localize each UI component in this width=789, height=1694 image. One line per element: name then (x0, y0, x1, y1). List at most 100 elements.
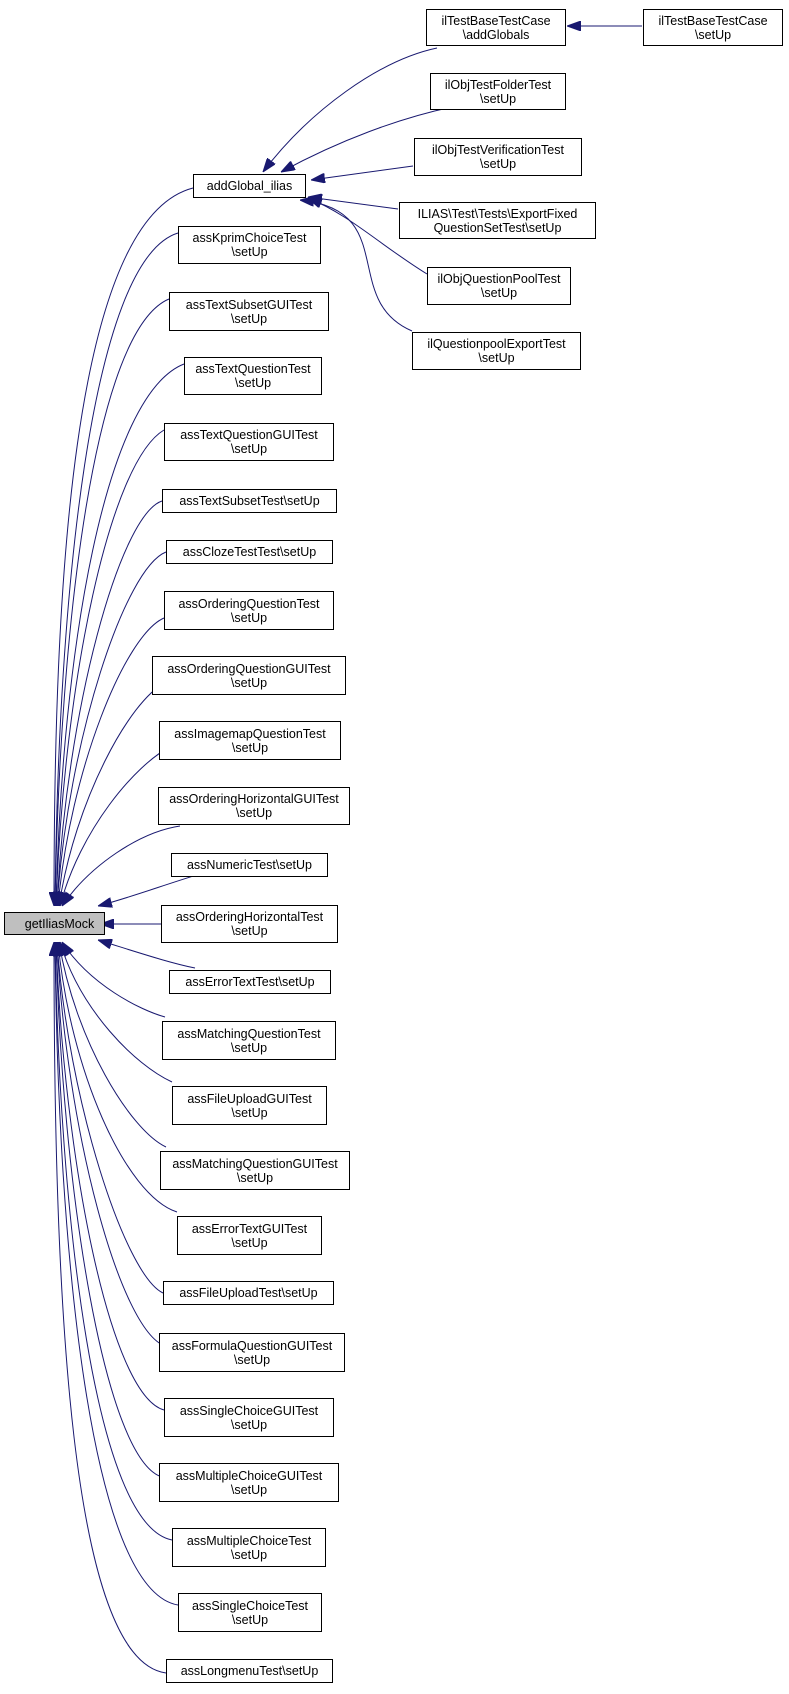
node-label: assMatchingQuestionGUITest (172, 1156, 338, 1171)
edge-text-subset-gui (55, 298, 170, 906)
node-longmenu[interactable]: assLongmenuTest\setUp (166, 1659, 333, 1683)
node-label: assMultipleChoiceTest (186, 1533, 312, 1548)
edge-text-subset (57, 500, 163, 906)
node-label: \setUp (480, 286, 518, 300)
node-base-setup[interactable]: ilTestBaseTestCase \setUp (643, 9, 783, 46)
node-pool-export[interactable]: ilQuestionpoolExportTest \setUp (412, 332, 581, 370)
node-label: ilQuestionpoolExportTest (427, 337, 566, 351)
node-label: assFileUploadTest\setUp (179, 1286, 318, 1300)
node-label: \setUp (231, 924, 268, 938)
node-single-choice-gui[interactable]: assSingleChoiceGUITest \setUp (164, 1398, 334, 1437)
node-ordering-horiz-gui[interactable]: assOrderingHorizontalGUITest \setUp (158, 787, 350, 825)
node-label: getIliasMock (24, 916, 95, 931)
node-label: assTextSubsetTest\setUp (179, 494, 320, 508)
node-text-subset[interactable]: assTextSubsetTest\setUp (162, 489, 337, 513)
node-label: assSingleChoiceGUITest (179, 1403, 319, 1418)
node-label: assTextQuestionTest (195, 362, 311, 376)
edge-folder-test (281, 106, 453, 172)
node-label: \setUp (236, 1170, 274, 1185)
edge-pool-export (300, 200, 413, 332)
node-file-upload-gui[interactable]: assFileUploadGUITest \setUp (172, 1086, 327, 1125)
edge-ordering-gui (59, 682, 166, 906)
node-label: \setUp (231, 1235, 268, 1250)
node-label: \setUp (230, 442, 268, 456)
node-matching-gui[interactable]: assMatchingQuestionGUITest \setUp (160, 1151, 350, 1190)
node-add-globals[interactable]: ilTestBaseTestCase \addGlobals (426, 9, 566, 46)
edge-formula-gui (57, 942, 166, 1347)
edge-error-text (98, 940, 196, 969)
node-kprim[interactable]: assKprimChoiceTest \setUp (178, 226, 321, 264)
edge-cloze (57, 551, 167, 906)
node-label: \setUp (230, 1482, 268, 1497)
node-label: \setUp (230, 610, 268, 625)
node-numeric[interactable]: assNumericTest\setUp (171, 853, 328, 877)
node-question-pool-test[interactable]: ilObjQuestionPoolTest \setUp (427, 267, 571, 305)
edge-ordering-horiz-gui (62, 825, 181, 906)
edge-matching-gui (59, 942, 167, 1148)
edge-matching (62, 942, 166, 1018)
node-label: assFormulaQuestionGUITest (171, 1338, 333, 1353)
node-label: \setUp (231, 1612, 269, 1627)
edge-error-text-gui (58, 942, 178, 1213)
node-formula-gui[interactable]: assFormulaQuestionGUITest \setUp (159, 1333, 345, 1372)
node-label: QuestionSetTest\setUp (433, 220, 562, 235)
node-label: ilObjTestVerificationTest (431, 143, 564, 157)
edge-multiple-choice (55, 942, 173, 1541)
node-label: assErrorTextTest\setUp (185, 975, 315, 989)
node-label: ilObjQuestionPoolTest (437, 272, 561, 286)
node-file-upload[interactable]: assFileUploadTest\setUp (163, 1281, 334, 1305)
edge-kprim (55, 232, 179, 906)
node-label: \setUp (694, 27, 732, 42)
edge-file-upload (57, 942, 164, 1294)
node-text-subset-gui[interactable]: assTextSubsetGUITest \setUp (169, 292, 329, 331)
node-error-text[interactable]: assErrorTextTest\setUp (169, 970, 331, 994)
node-label: assErrorTextGUITest (191, 1221, 308, 1236)
edge-imagemap (60, 746, 171, 906)
node-label: ilObjTestFolderTest (444, 77, 552, 92)
node-verification-test[interactable]: ilObjTestVerificationTest \setUp (414, 138, 582, 176)
node-get-ilias-mock[interactable]: getIliasMock (4, 912, 105, 935)
node-label: \setUp (479, 157, 517, 171)
node-label: assOrderingHorizontalGUITest (169, 792, 339, 806)
edge-verification-test (311, 165, 414, 180)
node-label: \setUp (230, 1040, 268, 1055)
node-label: \setUp (234, 376, 272, 390)
node-label: assTextSubsetGUITest (185, 297, 313, 312)
node-ordering-gui[interactable]: assOrderingQuestionGUITest \setUp (152, 656, 346, 695)
edge-add-globals (263, 47, 438, 172)
node-label: assClozeTestTest\setUp (182, 545, 317, 559)
node-label: assMultipleChoiceGUITest (175, 1468, 323, 1483)
node-cloze[interactable]: assClozeTestTest\setUp (166, 540, 333, 564)
node-export-fixed[interactable]: ILIAS\Test\Tests\ExportFixed QuestionSet… (399, 202, 596, 239)
node-label: \setUp (230, 675, 268, 690)
node-imagemap[interactable]: assImagemapQuestionTest \setUp (159, 721, 341, 760)
node-multiple-choice-gui[interactable]: assMultipleChoiceGUITest \setUp (159, 1463, 339, 1502)
node-ordering[interactable]: assOrderingQuestionTest \setUp (164, 591, 334, 630)
node-label: \setUp (235, 806, 273, 820)
node-folder-test[interactable]: ilObjTestFolderTest \setUp (430, 73, 566, 110)
node-add-global-ilias[interactable]: addGlobal_ilias (193, 174, 306, 198)
node-multiple-choice[interactable]: assMultipleChoiceTest \setUp (172, 1528, 326, 1567)
node-matching[interactable]: assMatchingQuestionTest \setUp (162, 1021, 336, 1060)
node-label: assLongmenuTest\setUp (180, 1664, 319, 1678)
node-ordering-horiz[interactable]: assOrderingHorizontalTest \setUp (161, 905, 338, 943)
node-label: \addGlobals (462, 27, 530, 42)
edge-addglobal-ilias (54, 187, 194, 906)
edge-export-fixed (308, 197, 399, 210)
node-text-question-gui[interactable]: assTextQuestionGUITest \setUp (164, 423, 334, 461)
node-label: assOrderingQuestionTest (178, 596, 320, 611)
edge-ordering (58, 617, 165, 906)
node-label: \setUp (231, 1105, 268, 1120)
edge-text-question (56, 363, 185, 906)
node-label: ilTestBaseTestCase (658, 13, 768, 28)
node-label: assImagemapQuestionTest (174, 726, 326, 741)
node-label: assNumericTest\setUp (186, 858, 313, 872)
node-single-choice[interactable]: assSingleChoiceTest \setUp (178, 1593, 322, 1632)
node-label: assKprimChoiceTest (192, 231, 307, 245)
node-label: \setUp (231, 740, 269, 755)
node-label: assOrderingHorizontalTest (175, 910, 324, 924)
node-error-text-gui[interactable]: assErrorTextGUITest \setUp (177, 1216, 322, 1255)
node-text-question[interactable]: assTextQuestionTest \setUp (184, 357, 322, 395)
